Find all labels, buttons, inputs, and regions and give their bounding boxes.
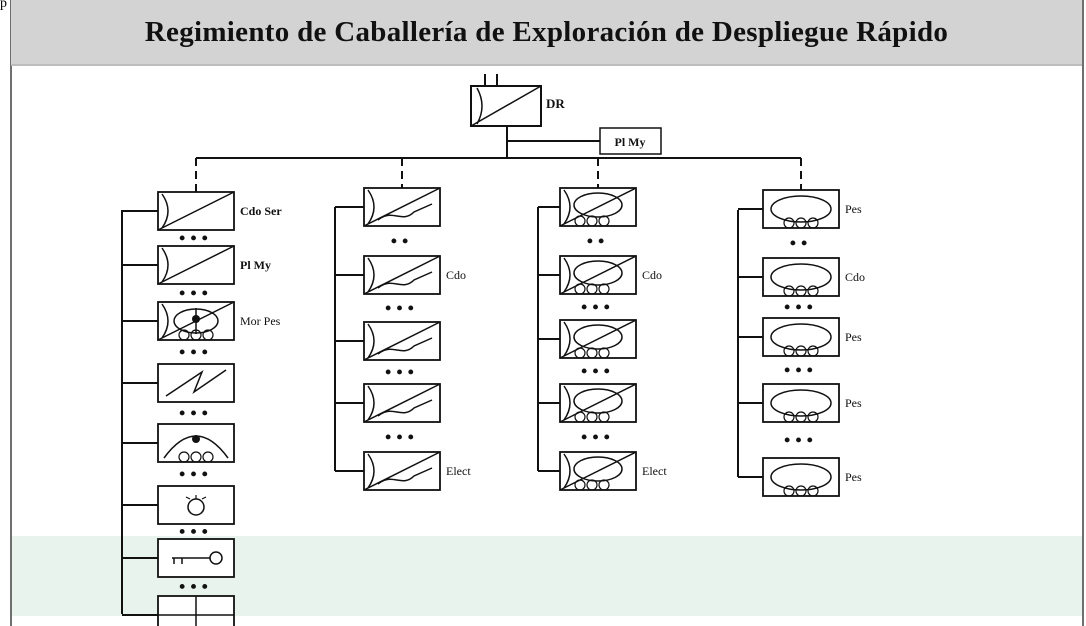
recon-wheeled-icon [363, 451, 441, 491]
echelon-mark: •• [790, 233, 813, 253]
unit-symbol-frame [157, 485, 235, 525]
recon-wheeled-icon [363, 383, 441, 423]
echelon-mark: ••• [581, 297, 615, 317]
left-border [10, 0, 12, 626]
unit-box [335, 187, 441, 227]
hq-label: DR [546, 96, 565, 111]
unit-box: Elect [335, 451, 471, 491]
recon-wheeled-icon [363, 187, 441, 227]
recon-icon [157, 245, 235, 285]
unit-symbol-frame [157, 363, 235, 403]
unit-box [122, 363, 235, 403]
mortar-heavy-icon [157, 301, 235, 341]
armor-icon [770, 463, 832, 497]
armored-recon-icon [559, 451, 637, 491]
unit-label: Cdo [845, 270, 865, 284]
unit-box: Pes [738, 383, 862, 423]
echelon-mark: ••• [385, 298, 419, 318]
echelon-mark: ••• [581, 361, 615, 381]
hq-support-unit: Pl My [506, 126, 662, 158]
unit-label: Cdo [446, 268, 466, 282]
page-mark: p [0, 0, 7, 11]
recon-wheeled-icon [363, 321, 441, 361]
armored-recon-icon [559, 187, 637, 227]
unit-label: Pes [845, 396, 862, 410]
echelon-mark: ••• [385, 362, 419, 382]
armored-recon-icon [559, 319, 637, 359]
unit-label: Pes [845, 330, 862, 344]
unit-box: Cdo Ser [122, 191, 282, 231]
unit-box: Pes [738, 457, 862, 497]
hq-unit: DR [470, 74, 565, 127]
hq-support-box [599, 127, 662, 155]
supply-icon [172, 551, 223, 565]
echelon-mark: ••• [179, 283, 213, 303]
unit-box [335, 383, 441, 423]
unit-box: Pes [738, 189, 862, 229]
unit-label: Cdo [642, 268, 662, 282]
title-bar: Regimiento de Caballería de Exploración … [11, 0, 1082, 66]
unit-box: Elect [538, 451, 667, 491]
unit-box: Mor Pes [122, 301, 281, 341]
armored-recon-icon [559, 255, 637, 295]
recon-icon [157, 191, 235, 231]
unit-box [122, 538, 235, 578]
echelon-mark: ••• [179, 577, 213, 597]
echelon-mark: ••• [179, 522, 213, 542]
unit-box: Pl My [122, 245, 271, 285]
echelon-mark: ••• [784, 430, 818, 450]
maintenance-icon [185, 495, 207, 516]
unit-box [538, 383, 637, 423]
unit-label: Elect [446, 464, 471, 478]
unit-box: Pes [738, 317, 862, 357]
armored-recon-icon [559, 383, 637, 423]
unit-label: Cdo Ser [240, 204, 282, 218]
unit-box [122, 595, 235, 626]
unit-box [122, 423, 235, 463]
echelon-mark: ••• [179, 464, 213, 484]
armor-icon [770, 389, 832, 423]
echelon-mark: ••• [784, 297, 818, 317]
unit-box [538, 319, 637, 359]
unit-label: Pes [845, 470, 862, 484]
unit-box [335, 321, 441, 361]
unit-column-1: Cdo Ser Pl My Mor Pes ••• ••• ••• ••• ••• ••• ••• [121, 158, 282, 626]
echelon-mark: ••• [179, 342, 213, 362]
unit-box: Cdo [738, 257, 865, 297]
signal-icon [165, 369, 227, 397]
unit-box [538, 187, 637, 227]
chart-title: Regimiento de Caballería de Exploración … [144, 15, 949, 48]
echelon-mark: ••• [784, 360, 818, 380]
unit-box: Cdo [538, 255, 662, 295]
right-border [1082, 0, 1084, 626]
echelon-mark: ••• [179, 228, 213, 248]
recon-wheeled-icon [363, 255, 441, 295]
unit-box [122, 485, 235, 525]
unit-box: Cdo [335, 255, 466, 295]
unit-label: Pes [845, 202, 862, 216]
echelon-mark: ••• [385, 427, 419, 447]
armor-icon [770, 195, 832, 229]
echelon-mark: •• [587, 231, 610, 251]
unit-label: Mor Pes [240, 314, 281, 328]
hq-support-label: Pl My [615, 135, 646, 149]
armor-icon [770, 323, 832, 357]
medical-tracked-icon [163, 435, 229, 463]
echelon-mark: ••• [581, 427, 615, 447]
unit-label: Elect [642, 464, 667, 478]
unit-label: Pl My [240, 258, 271, 272]
echelon-mark: •• [391, 231, 414, 251]
armor-icon [770, 263, 832, 297]
echelon-mark: ••• [179, 403, 213, 423]
transport-icon [158, 596, 234, 626]
